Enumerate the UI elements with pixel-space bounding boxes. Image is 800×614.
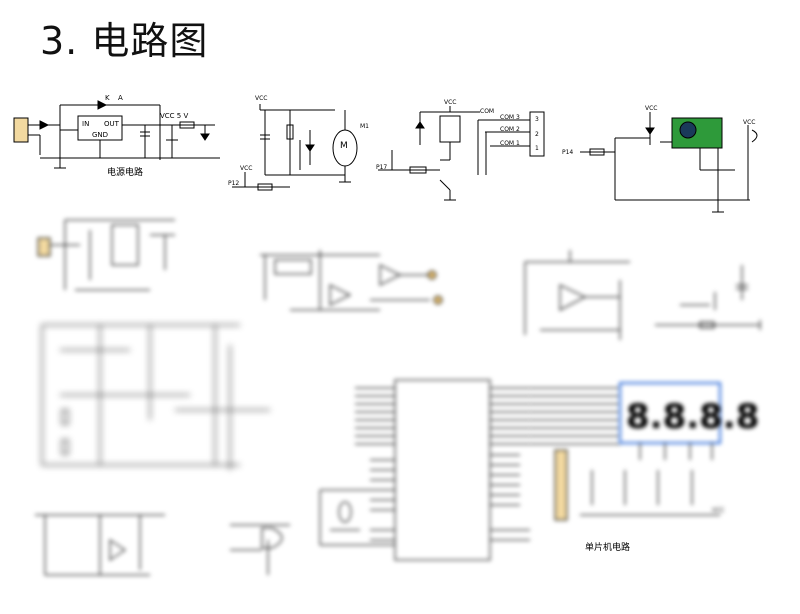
resistor [179, 121, 195, 129]
label-gnd: GND [92, 131, 108, 139]
comparator-circuit [260, 250, 443, 311]
motor-vcc: VCC [255, 95, 267, 102]
motor-m1-label: M1 [360, 123, 369, 130]
label-a: A [118, 94, 123, 102]
relay-pin1: 1 [535, 145, 539, 152]
led-power [200, 133, 210, 141]
digit-drivers [580, 443, 720, 516]
amplifier-circuit [524, 250, 630, 340]
display-vcc: VCC [712, 507, 724, 514]
label-out: OUT [104, 120, 120, 128]
buzzer-vcc2: VCC [743, 119, 755, 126]
power-supply-circuit [13, 100, 220, 169]
connector-j1 [13, 117, 29, 143]
motor-circuit [232, 104, 358, 191]
relay-coil [439, 115, 461, 143]
sensor-circuit-left [37, 219, 175, 291]
rf-module [671, 117, 723, 149]
relay-com1: COM 1 [500, 140, 520, 147]
motor-m-label: M [340, 141, 348, 151]
motor-p12: P12 [228, 180, 239, 187]
mcu-header [554, 449, 568, 521]
ir-circuit [35, 514, 165, 576]
label-vcc5: VCC 5 V [160, 112, 188, 120]
oscillator-circuit [41, 324, 270, 470]
button-circuit [655, 265, 761, 330]
logic-gate-circuit [230, 524, 290, 575]
seven-segment-display: 8.8.8.8 [619, 382, 759, 444]
relay-com2: COM 2 [500, 126, 520, 133]
label-k: K [105, 94, 110, 102]
buzzer-vcc: VCC [645, 105, 657, 112]
mcu-bus-lines [530, 387, 620, 445]
mcu-circuit [319, 379, 530, 561]
relay-vcc: VCC [444, 99, 456, 106]
relay-circuit [378, 106, 545, 201]
relay-com: COM [480, 108, 494, 115]
relay-connector [529, 111, 545, 157]
mcu-caption: 单片机电路 [585, 541, 630, 553]
seg-digits: 8.8.8.8 [626, 397, 759, 437]
motor-vcc2: VCC [240, 165, 252, 172]
relay-pin2: 2 [535, 131, 539, 138]
mcu-chip [394, 379, 491, 561]
mcu-right-pins [490, 387, 530, 541]
relay-pin3: 3 [535, 116, 539, 123]
power-caption: 电源电路 [107, 166, 143, 178]
buzzer-p14: P14 [562, 149, 573, 156]
buzzer-circuit [580, 112, 758, 213]
page-title: 3. 电路图 [40, 19, 209, 63]
diode-d1 [97, 100, 108, 110]
mcu-left-pins [355, 387, 395, 541]
label-in: IN [82, 120, 89, 128]
relay-p17: P17 [376, 164, 387, 171]
relay-com3: COM 3 [500, 114, 520, 121]
